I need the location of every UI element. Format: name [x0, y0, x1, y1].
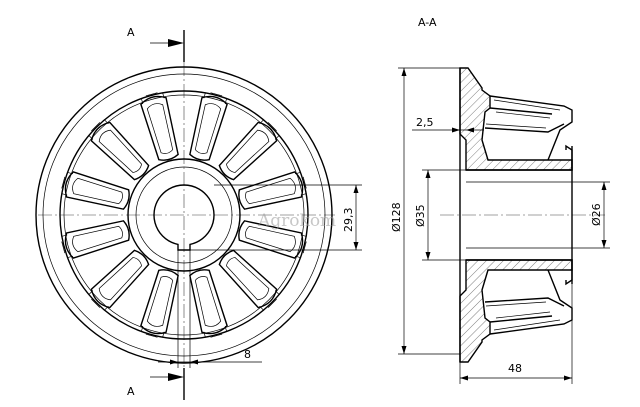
dim-48-label: 48 — [508, 362, 522, 375]
cog-petal — [140, 269, 179, 338]
cog-petal-tip — [295, 234, 307, 259]
section-mark-top: A — [127, 26, 135, 39]
cog-petal — [61, 171, 130, 210]
cog-petal-outline — [140, 269, 179, 335]
cog-petal — [238, 171, 307, 210]
cog-petal — [88, 249, 150, 311]
cog-petal-outline — [218, 121, 278, 181]
dim-48-arrow-left — [460, 375, 468, 381]
dim-8-label: 8 — [244, 348, 251, 361]
cog-petal — [61, 220, 130, 259]
cog-petal-tip — [203, 92, 228, 104]
lower-cog-detail — [485, 301, 561, 331]
cog-petal-tip — [259, 290, 280, 311]
cog-petal-inner — [194, 103, 222, 154]
section-arrow-top — [168, 39, 184, 47]
section-title: A-A — [418, 16, 437, 29]
cog-petal-ring — [61, 92, 307, 338]
cog-petal — [88, 119, 150, 181]
cog-petal-tip — [140, 92, 165, 104]
cog-petal-tip — [203, 326, 228, 338]
cog-petal-inner — [146, 276, 174, 327]
flange-ring-inner — [63, 94, 305, 336]
upper-cog-detail — [485, 99, 561, 129]
dim-26-label: Ø26 — [590, 203, 603, 226]
cog-petal-outline — [140, 95, 179, 161]
cog-petal-outline — [90, 249, 150, 309]
dim-128-arrow-top — [401, 68, 407, 76]
section-body-lower — [459, 259, 573, 363]
dim-8-arrow-left — [170, 359, 178, 365]
dim-2-5-arrow-right — [466, 127, 474, 133]
cog-petal-tip — [295, 171, 307, 196]
dim-128-arrow-bottom — [401, 346, 407, 354]
cog-petal-tip — [88, 119, 109, 140]
hub-outer — [127, 158, 241, 272]
cog-petal-outline — [189, 95, 228, 161]
cog-petal-inner — [245, 225, 296, 253]
cog-petal — [140, 92, 179, 161]
cog-petal-inner — [98, 257, 142, 301]
cog-petal-tip — [259, 119, 280, 140]
dim-29-3-arrow-top — [353, 185, 359, 193]
section-view: A-A Ø128 Ø35 — [390, 16, 610, 384]
hub-inner — [135, 166, 233, 264]
dim-26-arrow-bottom — [601, 240, 607, 248]
lower-cog-outline — [484, 269, 573, 335]
outer-rim — [35, 66, 333, 364]
cog-petal-inner — [245, 177, 296, 205]
cog-petal-tip — [61, 234, 73, 259]
dim-35-arrow-bottom — [425, 252, 431, 260]
cog-petal-outline — [218, 249, 278, 309]
dim-35-arrow-top — [425, 170, 431, 178]
cog-petal-inner — [146, 103, 174, 154]
rim-inner-edge — [42, 73, 326, 357]
dim-48-arrow-right — [564, 375, 572, 381]
cog-petal-inner — [98, 129, 142, 173]
cog-petal-outline — [238, 220, 304, 259]
dim-2-5-arrow-left — [452, 127, 460, 133]
section-body-upper — [459, 67, 573, 171]
cog-petal-inner — [72, 177, 123, 205]
upper-cog-outline — [484, 95, 573, 161]
cog-petal-inner — [72, 225, 123, 253]
cog-petal-outline — [64, 171, 130, 210]
flange-ring — [59, 90, 309, 340]
watermark: Agrokom — [257, 211, 336, 231]
cog-petal-outline — [90, 121, 150, 181]
front-view: A A 29,3 8 — [35, 26, 362, 400]
dim-29-3-arrow-bottom — [353, 242, 359, 250]
dim-26-arrow-top — [601, 182, 607, 190]
cog-petal-inner — [194, 276, 222, 327]
cog-petal — [189, 92, 228, 161]
cog-petal — [218, 249, 280, 311]
cog-petal-outline — [238, 171, 304, 210]
section-mark-bottom: A — [127, 385, 135, 398]
bore-with-keyway — [153, 184, 215, 251]
cog-petal-outline — [64, 220, 130, 259]
cog-petal-tip — [88, 290, 109, 311]
cog-petal-tip — [61, 171, 73, 196]
cog-petal-inner — [226, 129, 270, 173]
dim-29-3-label: 29,3 — [342, 208, 355, 233]
cog-petal-inner — [226, 257, 270, 301]
dim-128-label: Ø128 — [390, 202, 403, 232]
section-arrow-bottom — [168, 373, 184, 381]
dim-35-label: Ø35 — [414, 204, 427, 227]
cog-petal — [218, 119, 280, 181]
dim-2-5-label: 2,5 — [416, 116, 434, 129]
dim-8-arrow-right — [190, 359, 198, 365]
cog-petal-tip — [140, 326, 165, 338]
cog-petal — [238, 220, 307, 259]
